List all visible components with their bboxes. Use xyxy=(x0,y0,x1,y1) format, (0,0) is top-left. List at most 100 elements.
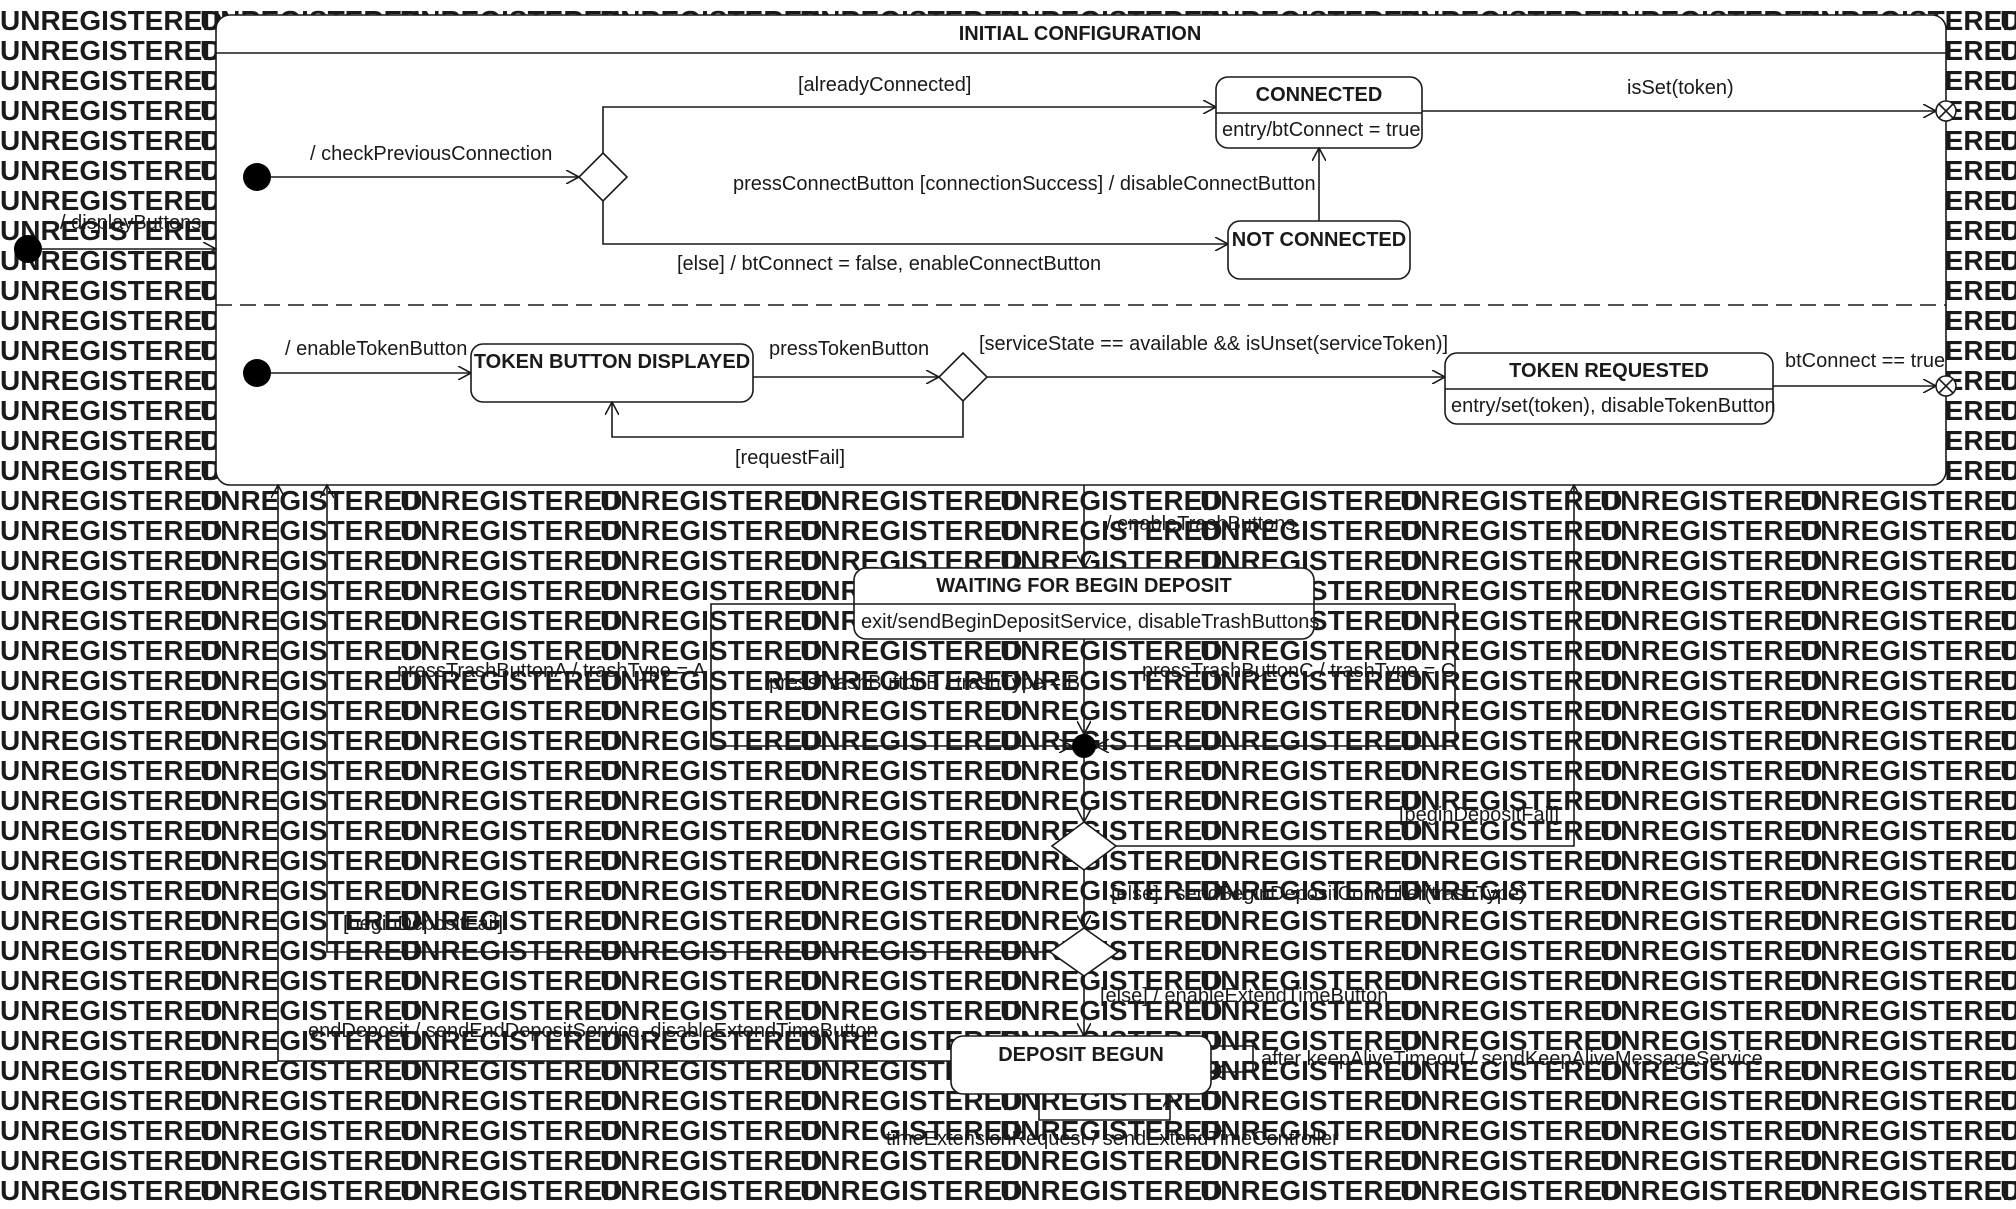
watermark-text: UNREGISTERED xyxy=(800,965,1022,996)
watermark-text: UNREGISTERED xyxy=(2000,1085,2016,1116)
watermark-text: UNREGISTERED xyxy=(2000,1175,2016,1206)
watermark-text: UNREGISTERED xyxy=(1400,1025,1622,1056)
watermark-text: UNREGISTERED xyxy=(0,875,222,906)
watermark-text: UNREGISTERED xyxy=(800,875,1022,906)
state-token-requested-action: entry/set(token), disableTokenButton xyxy=(1451,395,1776,417)
watermark-text: UNREGISTERED xyxy=(800,1115,1022,1146)
watermark-text: UNREGISTERED xyxy=(2000,815,2016,846)
watermark-text: UNREGISTERED xyxy=(600,1145,822,1176)
watermark-text: UNREGISTERED xyxy=(200,635,422,666)
watermark-text: UNREGISTERED xyxy=(0,275,222,306)
label-already-connected: [alreadyConnected] xyxy=(798,74,971,96)
watermark-text: UNREGISTERED xyxy=(800,935,1022,966)
state-waiting-for-begin-deposit: WAITING FOR BEGIN DEPOSIT exit/sendBegin… xyxy=(853,567,1319,640)
watermark-text: UNREGISTERED xyxy=(1600,1115,1822,1146)
label-request-fail: [requestFail] xyxy=(735,447,845,469)
watermark-text: UNREGISTERED xyxy=(1000,815,1222,846)
watermark-text: UNREGISTERED xyxy=(1600,905,1822,936)
watermark-text: UNREGISTERED xyxy=(600,1085,822,1116)
watermark-text: UNREGISTERED xyxy=(2000,305,2016,336)
watermark-text: UNREGISTERED xyxy=(1800,995,2016,1026)
label-check-previous-connection: / checkPreviousConnection xyxy=(310,143,552,165)
watermark-text: UNREGISTERED xyxy=(1400,725,1622,756)
watermark-text: UNREGISTERED xyxy=(2000,545,2016,576)
watermark-text: UNREGISTERED xyxy=(0,1085,222,1116)
watermark-text: UNREGISTERED xyxy=(0,605,222,636)
watermark-text: UNREGISTERED xyxy=(2000,95,2016,126)
label-bt-connect-true: btConnect == true xyxy=(1785,350,1945,372)
watermark-text: UNREGISTERED xyxy=(0,845,222,876)
watermark-text: UNREGISTERED xyxy=(200,515,422,546)
watermark-text: UNREGISTERED xyxy=(0,815,222,846)
watermark-text: UNREGISTERED xyxy=(1600,725,1822,756)
region2-exit-node xyxy=(1935,375,1957,397)
transition-press-trash-c xyxy=(1096,603,1456,746)
watermark-text: UNREGISTERED xyxy=(0,35,222,66)
watermark-text: UNREGISTERED xyxy=(1800,1175,2016,1206)
watermark-text: UNREGISTERED xyxy=(400,1115,622,1146)
watermark-text: UNREGISTERED xyxy=(200,1085,422,1116)
watermark-text: UNREGISTERED xyxy=(2000,905,2016,936)
watermark-text: UNREGISTERED xyxy=(600,875,822,906)
label-begin-deposit-fail-left: [beginDepositFail] xyxy=(343,913,503,935)
transition-time-extension-request xyxy=(1038,1094,1170,1121)
watermark-text: UNREGISTERED xyxy=(2000,695,2016,726)
state-connected: CONNECTED entry/btConnect = true xyxy=(1215,76,1423,149)
label-service-state: [serviceState == available && isUnset(se… xyxy=(979,333,1448,355)
watermark-text: UNREGISTERED xyxy=(800,845,1022,876)
transition-begin-deposit-fail-left xyxy=(327,485,1050,953)
watermark-text: UNREGISTERED xyxy=(600,935,822,966)
watermark-text: UNREGISTERED xyxy=(800,755,1022,786)
watermark-text: UNREGISTERED xyxy=(2000,995,2016,1026)
watermark-text: UNREGISTERED xyxy=(0,95,222,126)
watermark-text: UNREGISTERED xyxy=(200,785,422,816)
watermark-text: UNREGISTERED xyxy=(0,395,222,426)
watermark-text: UNREGISTERED xyxy=(1600,1175,1822,1206)
watermark-text: UNREGISTERED xyxy=(400,1055,622,1086)
transition-begin-deposit-fail-right xyxy=(1116,485,1574,847)
label-press-trash-b: pressTrashButtonB / trashType = B xyxy=(769,672,1080,694)
watermark-text: UNREGISTERED xyxy=(1800,485,2016,516)
watermark-text: UNREGISTERED xyxy=(400,1175,622,1206)
watermark-text: UNREGISTERED xyxy=(2000,485,2016,516)
watermark-text: UNREGISTERED xyxy=(1000,485,1222,516)
watermark-text: UNREGISTERED xyxy=(200,875,422,906)
state-waiting-for-begin-deposit-name: WAITING FOR BEGIN DEPOSIT xyxy=(936,575,1232,597)
watermark-text: UNREGISTERED xyxy=(800,515,1022,546)
label-press-trash-c: pressTrashButtonC / trashType = C xyxy=(1142,660,1455,682)
watermark-text: UNREGISTERED xyxy=(0,995,222,1026)
watermark-text: UNREGISTERED xyxy=(400,845,622,876)
watermark-text: UNREGISTERED xyxy=(400,605,622,636)
watermark-text: UNREGISTERED xyxy=(2000,1025,2016,1056)
watermark-text: UNREGISTERED xyxy=(1400,995,1622,1026)
label-else-bt-connect: [else] / btConnect = false, enableConnec… xyxy=(677,253,1101,275)
watermark-text: UNREGISTERED xyxy=(1600,575,1822,606)
watermark-text: UNREGISTERED xyxy=(800,995,1022,1026)
watermark-text: UNREGISTERED xyxy=(1800,665,2016,696)
watermark-text: UNREGISTERED xyxy=(1200,785,1422,816)
watermark-text: UNREGISTERED xyxy=(400,785,622,816)
watermark-text: UNREGISTERED xyxy=(400,1085,622,1116)
watermark-text: UNREGISTERED xyxy=(1200,1145,1422,1176)
watermark-text: UNREGISTERED xyxy=(0,425,222,456)
watermark-text: UNREGISTERED xyxy=(1000,665,1222,696)
watermark-text: UNREGISTERED xyxy=(1600,515,1822,546)
watermark-text: UNREGISTERED xyxy=(2000,245,2016,276)
watermark-text: UNREGISTERED xyxy=(1200,965,1422,996)
junction-node xyxy=(1072,734,1096,758)
transition-end-deposit xyxy=(278,485,951,1062)
watermark-text: UNREGISTERED xyxy=(600,785,822,816)
label-time-extension-request: timeExtensionRequest / sendExtendTimeCon… xyxy=(886,1128,1339,1150)
watermark-text: UNREGISTERED xyxy=(1200,515,1422,546)
watermark-text: UNREGISTERED xyxy=(200,605,422,636)
watermark-text: UNREGISTERED xyxy=(0,65,222,96)
watermark-text: UNREGISTERED xyxy=(200,1025,422,1056)
state-waiting-for-begin-deposit-action: exit/sendBeginDepositService, disableTra… xyxy=(861,611,1319,633)
watermark-text: UNREGISTERED xyxy=(2000,845,2016,876)
watermark-text: UNREGISTERED xyxy=(2000,455,2016,486)
watermark-text: UNREGISTERED xyxy=(0,155,222,186)
label-begin-deposit-fail-right: [beginDepositFail] xyxy=(1399,804,1559,826)
watermark-text: UNREGISTERED xyxy=(400,905,622,936)
watermark-text: UNREGISTERED xyxy=(2000,215,2016,246)
